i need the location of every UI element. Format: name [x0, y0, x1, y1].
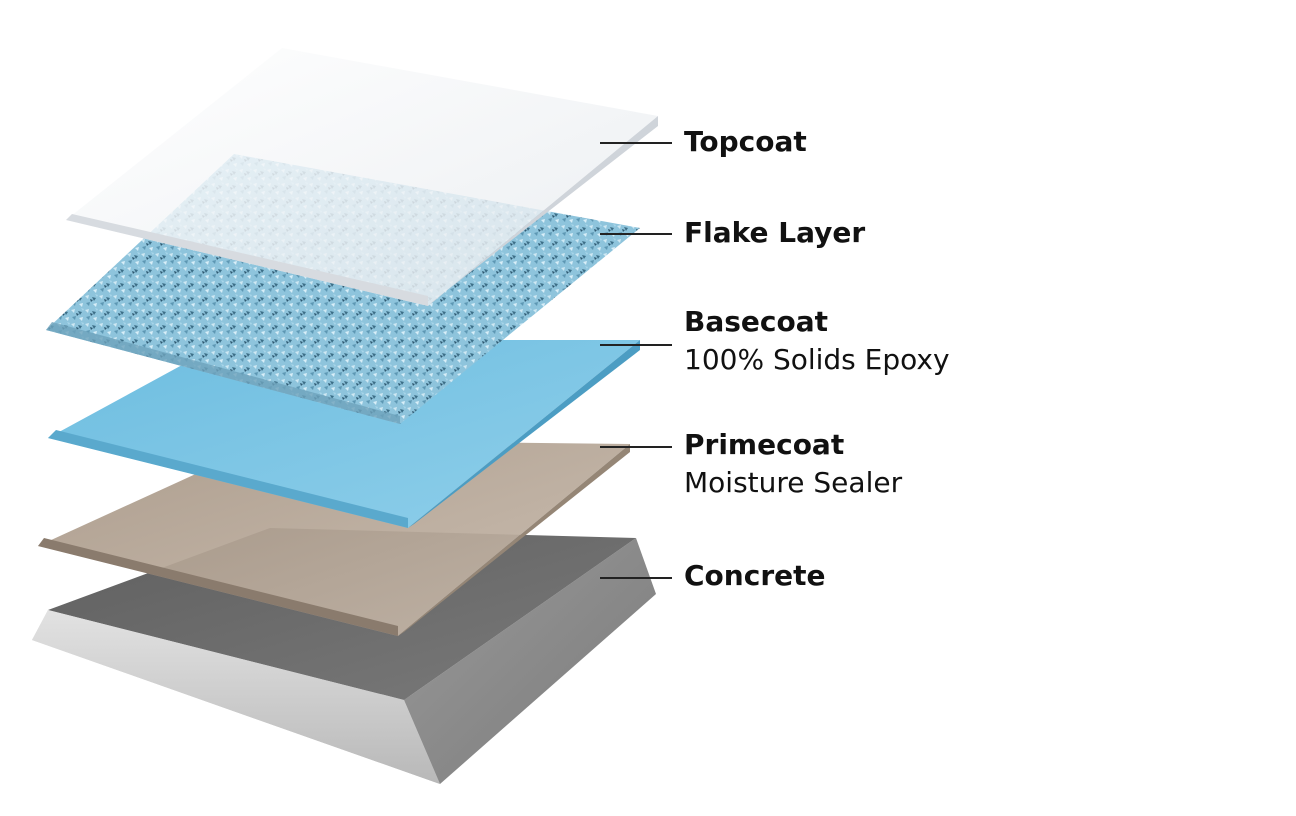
primecoat-sheet: [38, 440, 630, 636]
label-topcoat-name: Topcoat: [684, 125, 807, 158]
leader-lines: [600, 142, 672, 579]
label-flake-layer: Flake Layer: [684, 219, 865, 247]
label-basecoat-sub: 100% Solids Epoxy: [684, 343, 950, 376]
label-primecoat-sub: Moisture Sealer: [684, 466, 903, 499]
basecoat-sheet: [48, 340, 640, 528]
label-basecoat: Basecoat 100% Solids Epoxy: [684, 308, 950, 374]
label-concrete: Concrete: [684, 562, 826, 590]
label-primecoat: Primecoat Moisture Sealer: [684, 431, 902, 497]
label-primecoat-name: Primecoat: [684, 428, 845, 461]
label-topcoat: Topcoat: [684, 128, 807, 156]
label-concrete-name: Concrete: [684, 559, 826, 592]
topcoat-sheet: [66, 48, 658, 306]
label-basecoat-name: Basecoat: [684, 305, 829, 338]
label-flake-layer-name: Flake Layer: [684, 216, 866, 249]
